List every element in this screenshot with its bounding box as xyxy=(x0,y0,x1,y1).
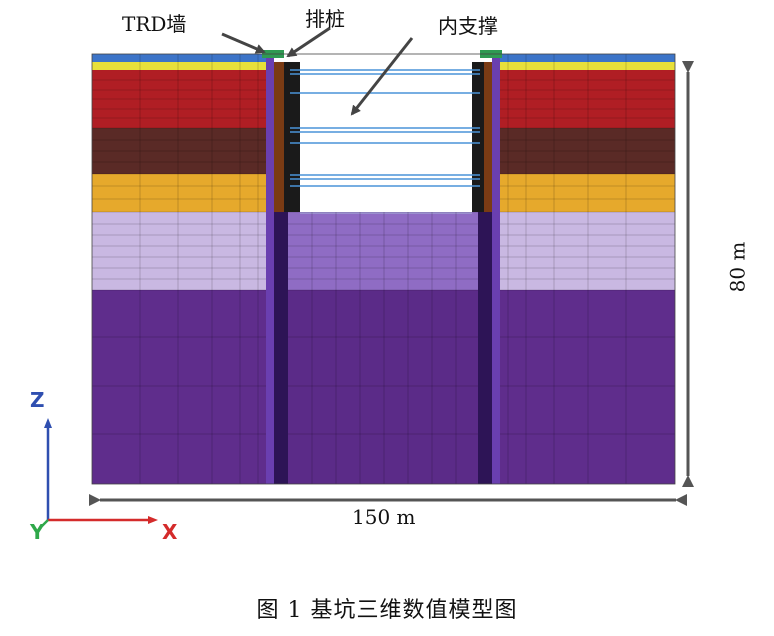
width-dimension-label: 150 m xyxy=(352,505,416,529)
right-retaining-structure xyxy=(472,50,502,484)
x-axis-label: X xyxy=(162,520,178,544)
layer-purple-pit xyxy=(270,290,496,484)
pile-row-label: 排桩 xyxy=(305,7,345,31)
layer-top-blue-right xyxy=(496,54,675,62)
right-soil-block xyxy=(496,54,675,484)
layer-brown-left xyxy=(92,128,270,174)
model-outline xyxy=(91,53,676,485)
left-soil-block xyxy=(92,54,270,484)
excavation-void xyxy=(300,70,472,212)
inner-strut-label: 内支撑 xyxy=(438,14,498,38)
x-axis-arrowhead xyxy=(148,516,158,524)
trd-wall-left xyxy=(266,56,274,484)
height-dimension-label: 80 m xyxy=(725,241,750,293)
trd-wall-label: TRD墙 xyxy=(122,12,187,36)
layer-red-left xyxy=(92,70,270,128)
pile-dark-left xyxy=(284,62,300,212)
inner-struts xyxy=(290,69,480,187)
y-axis-line xyxy=(41,519,49,527)
pile-embed-right xyxy=(478,212,492,484)
pile-row-right xyxy=(482,62,492,212)
trd-pointer-arrow xyxy=(221,32,266,54)
layer-lavender-left xyxy=(92,212,270,290)
pile-dark-right xyxy=(472,62,484,212)
z-axis-label: Z xyxy=(30,388,45,412)
coordinate-axes xyxy=(41,418,158,527)
pit-bottom-block xyxy=(270,212,496,484)
layer-lavender-pit xyxy=(270,212,496,290)
figure-caption: 图 1 基坑三维数值模型图 xyxy=(256,598,518,623)
z-axis-arrowhead xyxy=(44,418,52,428)
layer-top-yellow-left xyxy=(92,62,270,70)
layer-brown-right xyxy=(496,128,675,174)
strut-pointer-arrow xyxy=(350,37,414,116)
pit-bottom-edge xyxy=(300,212,472,214)
layer-orange-right xyxy=(496,174,675,212)
layer-orange-left xyxy=(92,174,270,212)
trd-wall-right xyxy=(492,56,500,484)
pile-pointer-arrow xyxy=(286,26,331,58)
layer-top-yellow-right xyxy=(496,62,675,70)
layer-purple-right xyxy=(496,290,675,484)
layer-lavender-right xyxy=(496,212,675,290)
y-axis-label: Y xyxy=(30,520,45,544)
layer-purple-left xyxy=(92,290,270,484)
layer-red-right xyxy=(496,70,675,128)
pile-embed-left xyxy=(274,212,288,484)
layer-top-blue-left xyxy=(92,54,270,62)
pile-row-left xyxy=(274,62,284,212)
